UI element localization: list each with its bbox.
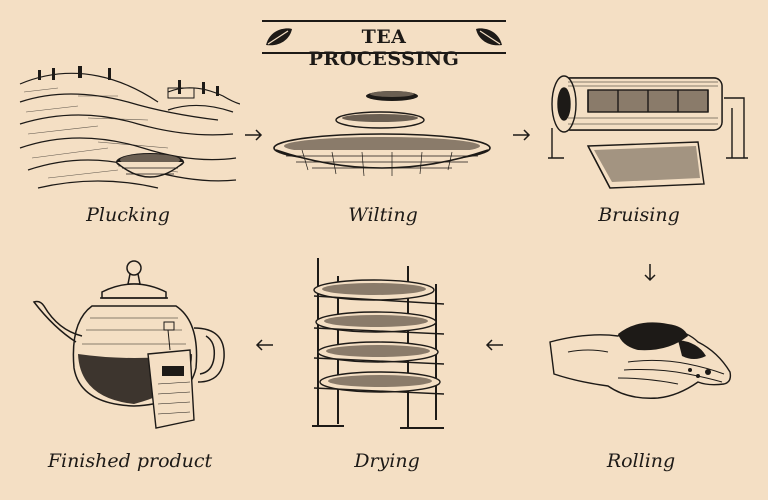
arrow-left-icon: [483, 334, 505, 356]
rolling-illustration: [548, 312, 736, 404]
step-label-bruising: Bruising: [539, 204, 739, 226]
diagram-title-block: TEA PROCESSING: [262, 18, 506, 58]
step-label-finished-product: Finished product: [30, 450, 230, 472]
leaf-icon: [474, 25, 504, 49]
step-label-rolling: Rolling: [541, 450, 741, 472]
wilting-illustration: [272, 86, 494, 186]
finished-product-illustration: [30, 258, 230, 434]
arrow-down-icon: [639, 262, 661, 284]
diagram-title: TEA PROCESSING: [296, 26, 472, 70]
step-label-wilting: Wilting: [283, 204, 483, 226]
arrow-right-icon: [243, 124, 265, 146]
leaf-icon: [264, 25, 294, 49]
plucking-illustration: [18, 62, 240, 197]
step-label-plucking: Plucking: [28, 204, 228, 226]
arrow-left-icon: [253, 334, 275, 356]
bruising-illustration: [548, 68, 752, 192]
arrow-right-icon: [511, 124, 533, 146]
title-rule-top: [262, 20, 506, 22]
title-rule-bottom: [262, 52, 506, 54]
step-label-drying: Drying: [287, 450, 487, 472]
drying-illustration: [304, 256, 450, 432]
